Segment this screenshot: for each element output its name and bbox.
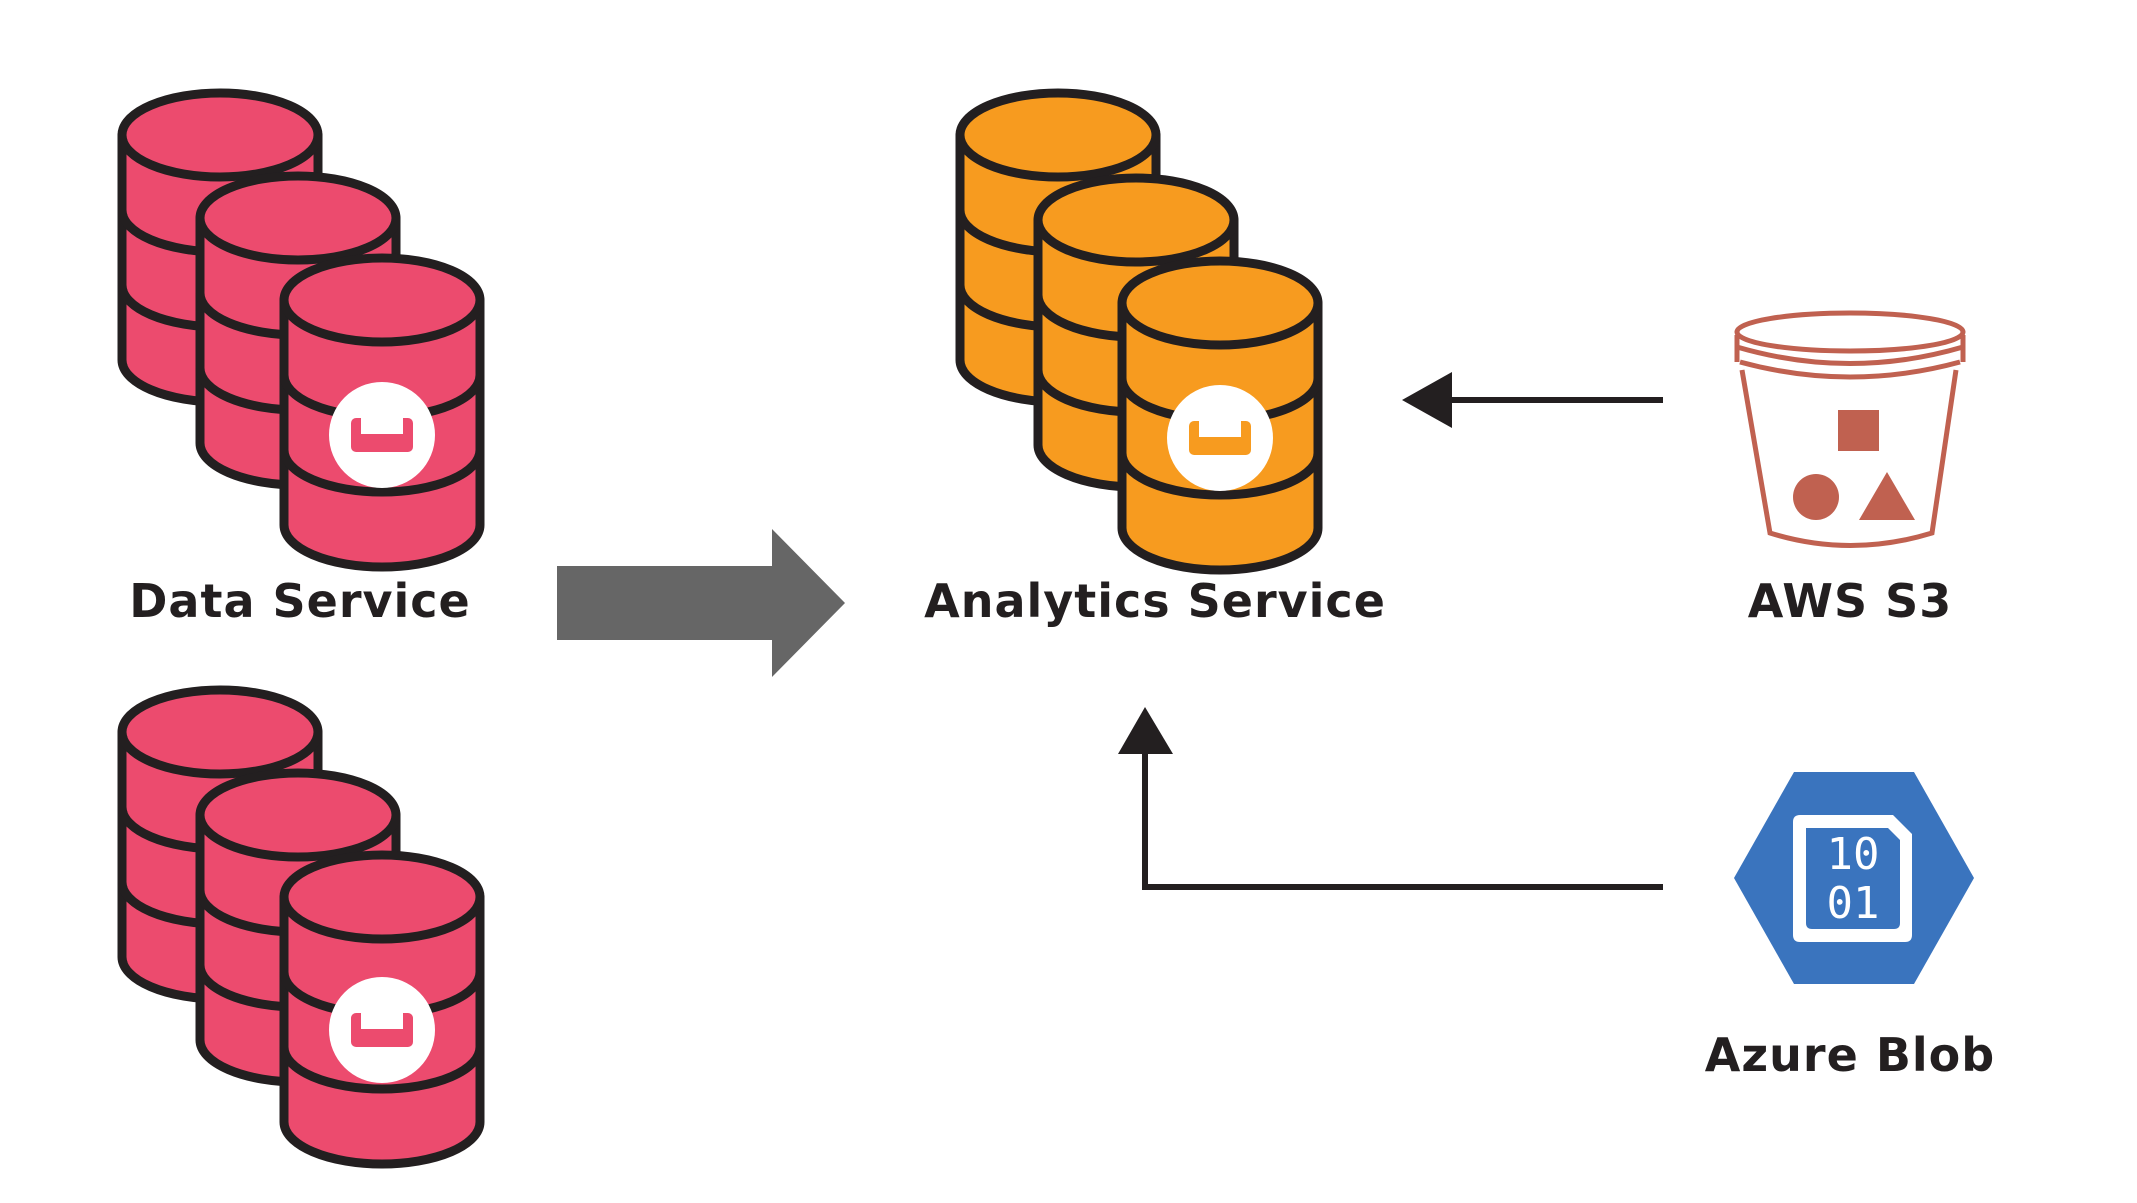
couchbase-logo-icon: [1167, 385, 1273, 491]
bucket-icon: [1734, 310, 1966, 548]
azure-blob-label: Azure Blob: [1704, 1028, 1996, 1082]
aws-s3-label: AWS S3: [1747, 574, 1953, 628]
data-service-cluster-top: [122, 93, 480, 567]
couchbase-logo-icon: [329, 977, 435, 1083]
s3-ingest-arrow: [1402, 372, 1663, 428]
analytics-service-label: Analytics Service: [924, 574, 1386, 628]
azure-ingest-arrow: [1118, 707, 1663, 890]
data-service-label: Data Service: [129, 574, 471, 628]
azure-blob-icon: 10 01: [1734, 772, 1974, 984]
couchbase-logo-icon: [329, 382, 435, 488]
data-service-cluster-bottom: [122, 690, 480, 1164]
replication-arrow: [557, 529, 845, 677]
azure-binary-line-2: 01: [1827, 878, 1880, 929]
analytics-service-cluster: [960, 93, 1318, 570]
azure-binary-line-1: 10: [1827, 829, 1880, 880]
